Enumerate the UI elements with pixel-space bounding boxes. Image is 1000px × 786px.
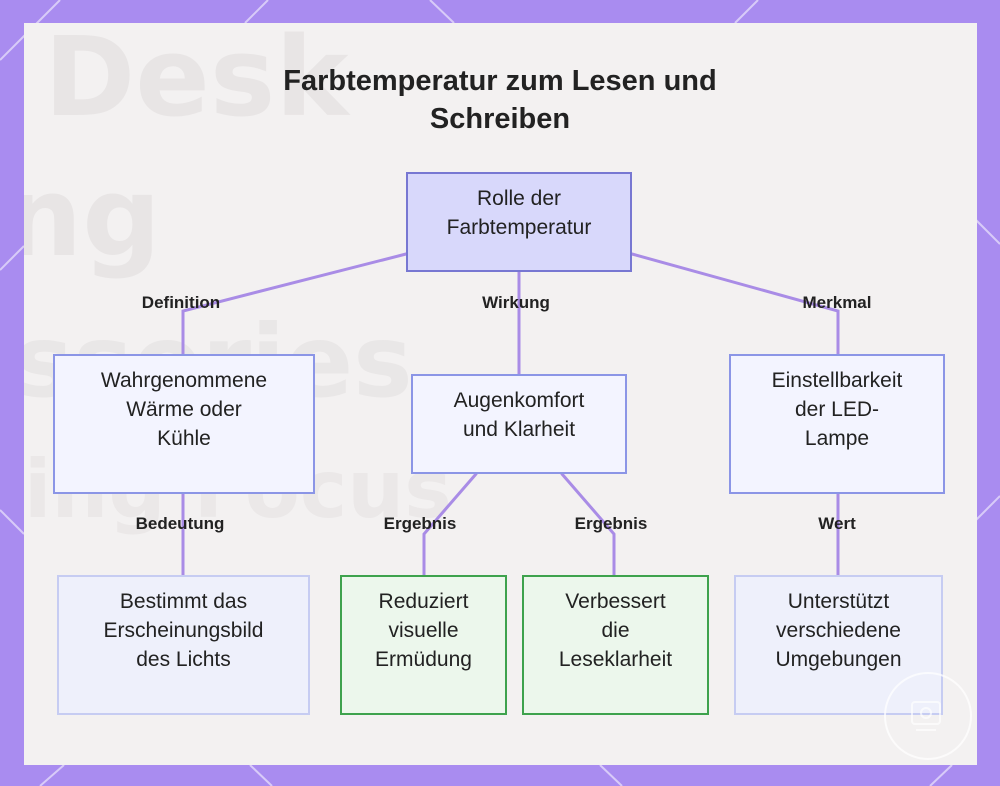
edge-label-ergebnis-1: Ergebnis: [384, 514, 457, 534]
edge-label-wert: Wert: [818, 514, 855, 534]
node-ergebnis-2: Verbessert die Leseklarheit: [522, 575, 709, 715]
node-merkmal: Einstellbarkeit der LED- Lampe: [729, 354, 945, 494]
node-text-line: Farbtemperatur: [447, 213, 592, 242]
edge-label-merkmal: Merkmal: [803, 293, 872, 313]
node-ergebnis-1: Reduziert visuelle Ermüdung: [340, 575, 507, 715]
node-text-line: Unterstützt: [788, 587, 890, 616]
node-text-line: Verbessert: [565, 587, 665, 616]
node-text-line: Umgebungen: [775, 645, 901, 674]
node-text-line: Wärme oder: [126, 395, 242, 424]
node-text-line: visuelle: [388, 616, 458, 645]
root-node: Rolle der Farbtemperatur: [406, 172, 632, 272]
node-definition: Wahrgenommene Wärme oder Kühle: [53, 354, 315, 494]
node-text-line: und Klarheit: [463, 415, 575, 444]
node-text-line: Wahrgenommene: [101, 366, 267, 395]
edge-label-definition: Definition: [142, 293, 220, 313]
node-text-line: Reduziert: [379, 587, 469, 616]
node-text-line: Einstellbarkeit: [772, 366, 903, 395]
badge-glyph-icon: [886, 674, 970, 758]
node-text-line: der LED-: [795, 395, 879, 424]
node-text-line: Leseklarheit: [559, 645, 672, 674]
watermark-badge-icon: [884, 672, 972, 760]
node-text-line: Ermüdung: [375, 645, 472, 674]
edge-label-wirkung: Wirkung: [482, 293, 550, 313]
edge-label-ergebnis-2: Ergebnis: [575, 514, 648, 534]
edge-label-bedeutung: Bedeutung: [136, 514, 225, 534]
node-text-line: Rolle der: [477, 184, 561, 213]
node-text-line: des Lichts: [136, 645, 231, 674]
node-text-line: Bestimmt das: [120, 587, 247, 616]
node-text-line: Augenkomfort: [454, 386, 585, 415]
node-text-line: die: [601, 616, 629, 645]
node-text-line: verschiedene: [776, 616, 901, 645]
node-text-line: Lampe: [805, 424, 869, 453]
node-wirkung: Augenkomfort und Klarheit: [411, 374, 627, 474]
node-bedeutung: Bestimmt das Erscheinungsbild des Lichts: [57, 575, 310, 715]
node-text-line: Kühle: [157, 424, 211, 453]
node-text-line: Erscheinungsbild: [104, 616, 264, 645]
